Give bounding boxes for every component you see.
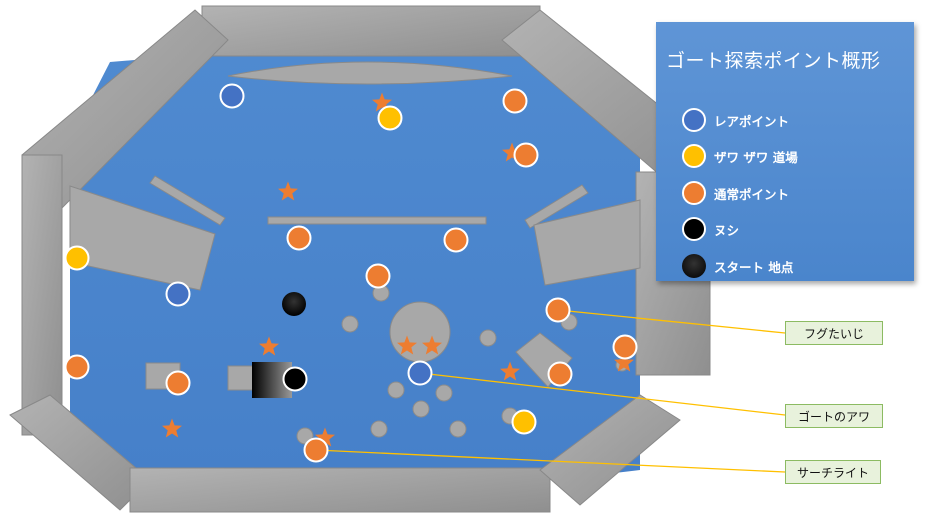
star-icon [162,418,182,438]
start-point-marker [282,292,306,316]
leader-lines [315,309,786,473]
star-icon [422,335,442,355]
normal-point-marker [545,297,571,323]
normal-point-marker [286,225,312,251]
legend-label: ヌシ [714,222,740,238]
center-pillar [389,301,451,363]
outer-walls [9,5,716,513]
normal-point-marker [513,142,539,168]
legend-item-nushi: ヌシ [682,215,739,243]
callout-searchlight: サーチライト [785,460,881,484]
star-icon [397,335,417,355]
star-icon [500,361,520,381]
rare-point-marker [219,83,245,109]
star-icon [372,92,392,112]
legend-title: ゴート探索ポイント概形 [666,50,881,72]
legend-panel: ゴート探索ポイント概形 レアポイント ザワ ザワ 道場 通常ポイント ヌシ スタ… [656,22,914,281]
normal-point-marker [443,227,469,253]
star-icon [614,352,634,372]
water-floor [70,52,640,480]
legend-item-start: スタート 地点 [682,252,793,280]
zawa-point-marker [377,105,403,131]
zawa-point-marker [511,409,537,435]
stars [162,92,634,447]
callout-goat-bubble: ゴートのアワ [785,404,883,428]
legend-label: レアポイント [714,113,790,129]
rare-point-marker [165,281,191,307]
legend-item-normal: 通常ポイント [682,179,789,207]
legend-label: 通常ポイント [714,186,790,202]
zawa-point-marker [64,245,90,271]
nushi-point-icon [682,217,706,241]
points [64,83,638,463]
start-point-icon [682,254,706,278]
star-icon [315,427,335,447]
legend-label: スタート 地点 [714,259,794,275]
zawa-point-icon [682,144,706,168]
callout-fugu: フグたいじ [785,321,883,345]
star-icon [502,142,522,162]
normal-point-marker [303,437,329,463]
normal-point-marker [547,361,573,387]
normal-point-marker [502,88,528,114]
normal-point-icon [682,181,706,205]
legend-label: ザワ ザワ 道場 [714,149,798,165]
inner-obstacles [69,61,641,391]
legend-item-rare: レアポイント [682,106,789,134]
normal-point-marker [165,370,191,396]
normal-point-marker [612,334,638,360]
rare-point-marker [407,360,433,386]
nushi-point-marker [282,366,308,392]
rare-point-icon [682,108,706,132]
normal-point-marker [365,263,391,289]
star-icon [278,181,298,201]
normal-point-marker [64,354,90,380]
legend-item-zawa: ザワ ザワ 道場 [682,142,798,170]
star-icon [259,336,279,356]
